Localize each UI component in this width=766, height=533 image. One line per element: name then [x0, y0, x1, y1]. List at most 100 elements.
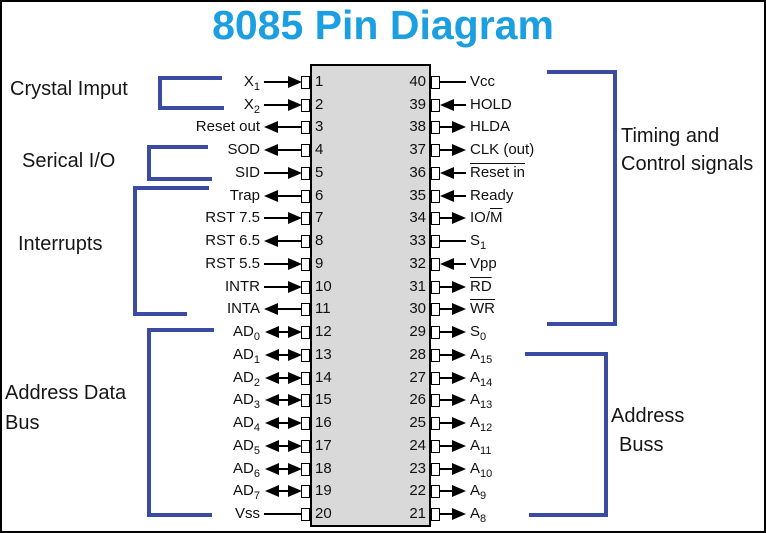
pin-2-label: X2: [243, 96, 260, 116]
pin-35-wire: [453, 195, 466, 197]
pin-17-label: AD5: [233, 437, 260, 457]
pin-30-wire: [440, 308, 453, 310]
pin-8-stub: [301, 235, 310, 248]
pin-9-wire: [264, 263, 292, 265]
pin-34-label: IO/M: [470, 209, 503, 226]
pin-17-stub: [301, 440, 310, 453]
pin-10-number: 10: [315, 278, 332, 295]
pin-9-stub: [301, 258, 310, 271]
arrow-right-icon: [452, 326, 466, 338]
arrow-right-icon: [452, 349, 466, 361]
pin-34-number: 34: [409, 209, 426, 226]
pin-7-stub: [301, 212, 310, 225]
arrow-right-icon: [288, 258, 302, 270]
pin-37-label: CLK (out): [470, 141, 535, 158]
pin-17-wire: [278, 445, 290, 447]
pin-40-number: 40: [409, 73, 426, 90]
arrow-left-icon: [265, 349, 279, 361]
pin-18-number: 18: [315, 460, 332, 477]
pin-11-stub: [301, 303, 310, 316]
pin-39-wire: [453, 104, 466, 106]
pin-19-number: 19: [315, 482, 332, 499]
pin-30-label: WR: [470, 300, 495, 317]
arrow-left-icon: [265, 326, 279, 338]
pin-38-stub: [431, 121, 440, 134]
pin-28-wire: [440, 354, 453, 356]
pin-14-number: 14: [315, 369, 332, 386]
pin-7-label: RST 7.5: [205, 209, 260, 226]
pin-1-stub: [301, 76, 310, 89]
pin-38-label: HLDA: [470, 118, 511, 135]
pin-39-label: HOLD: [470, 96, 512, 113]
arrow-right-icon: [288, 326, 302, 338]
pin-35-number: 35: [409, 187, 426, 204]
arrow-left-icon: [265, 440, 279, 452]
arrow-right-icon: [288, 463, 302, 475]
pin-27-wire: [440, 377, 453, 379]
pin-30-stub: [431, 303, 440, 316]
pin-22-label: A9: [470, 482, 487, 502]
pin-13-label: AD1: [233, 346, 260, 366]
pin-21-stub: [431, 508, 440, 521]
pin-35-stub: [431, 190, 440, 203]
pin-22-wire: [440, 490, 453, 492]
pin-28-label: A15: [470, 346, 493, 366]
arrow-left-icon: [440, 190, 454, 202]
pin-30-number: 30: [409, 300, 426, 317]
pin-31-stub: [431, 281, 440, 294]
pin-38-wire: [440, 126, 453, 128]
timing-control-label2: Control signals: [621, 153, 754, 175]
interrupts-label: Interrupts: [18, 233, 103, 255]
arrow-right-icon: [288, 281, 302, 293]
arrow-right-icon: [452, 485, 466, 497]
pin-5-label: SID: [234, 164, 260, 181]
pin-28-number: 28: [409, 346, 426, 363]
pin-36-number: 36: [409, 164, 426, 181]
pin-13-wire: [278, 354, 290, 356]
pin-21-number: 21: [409, 505, 426, 522]
pin-6-wire: [277, 195, 302, 197]
arrow-right-icon: [288, 167, 302, 179]
pin-34-wire: [440, 217, 453, 219]
pin-26-number: 26: [409, 391, 426, 408]
pin-26-wire: [440, 399, 453, 401]
pin-26-stub: [431, 394, 440, 407]
pin-10-wire: [264, 286, 292, 288]
arrow-right-icon: [452, 372, 466, 384]
pin-11-wire: [277, 308, 302, 310]
arrow-right-icon: [452, 508, 466, 520]
pin-24-label: A11: [470, 437, 492, 457]
arrow-right-icon: [452, 121, 466, 133]
arrow-right-icon: [452, 463, 466, 475]
pin-14-stub: [301, 372, 310, 385]
arrow-right-icon: [288, 372, 302, 384]
arrow-right-icon: [288, 394, 302, 406]
arrow-right-icon: [288, 212, 302, 224]
arrow-left-icon: [265, 417, 279, 429]
pin-12-stub: [301, 326, 310, 339]
arrow-left-icon: [440, 167, 454, 179]
pin-23-number: 23: [409, 460, 426, 477]
pin-19-label: AD7: [233, 482, 260, 502]
arrow-right-icon: [452, 212, 466, 224]
pin-20-label: Vss: [234, 505, 260, 522]
pin-24-wire: [440, 445, 453, 447]
pin-21-wire: [440, 513, 453, 515]
arrow-right-icon: [452, 303, 466, 315]
pin-23-stub: [431, 463, 440, 476]
pin-22-number: 22: [409, 482, 426, 499]
pin-6-number: 6: [315, 187, 324, 204]
arrow-left-icon: [265, 485, 279, 497]
pin-14-label: AD2: [233, 369, 260, 389]
timing-control-label1: Timing and: [621, 125, 720, 147]
pin-4-number: 4: [315, 141, 324, 158]
diagram-title: 8085 Pin Diagram: [212, 2, 554, 48]
pin-31-wire: [440, 286, 453, 288]
crystal-input-label: Crystal Imput: [10, 78, 128, 100]
pin-32-label: Vpp: [470, 255, 497, 272]
pin-25-number: 25: [409, 414, 426, 431]
pin-12-number: 12: [315, 323, 332, 340]
pin-7-number: 7: [315, 209, 324, 226]
arrow-right-icon: [288, 440, 302, 452]
